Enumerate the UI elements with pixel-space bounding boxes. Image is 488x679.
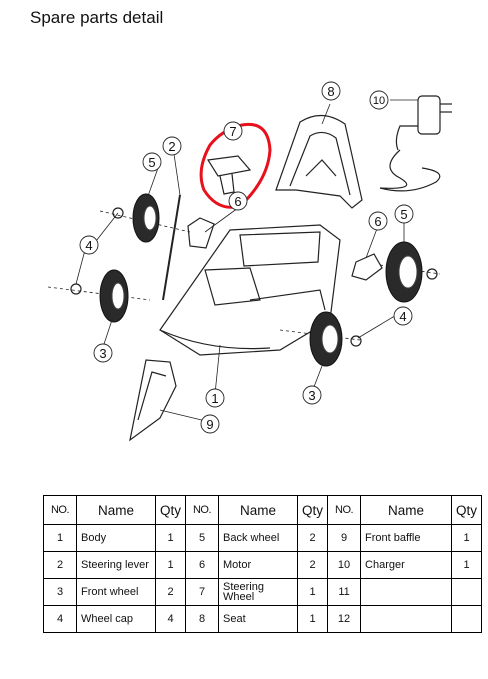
part-qty: 1: [154, 524, 187, 552]
part-name: Wheel cap: [76, 605, 156, 633]
part-qty: 2: [297, 524, 329, 552]
callout-3: 3: [99, 346, 106, 361]
part-name: Front wheel: [76, 578, 156, 606]
callout-4: 4: [85, 238, 92, 253]
part-qty: [451, 578, 483, 606]
header-no: NO.: [43, 495, 77, 525]
steering-wheel-drawing: [206, 155, 252, 195]
callout-1: 1: [211, 391, 218, 406]
parts-table: NO. Name Qty NO. Name Qty NO. Name Qty 1…: [43, 495, 483, 633]
highlight-circle: [199, 123, 272, 209]
part-no: 1: [43, 524, 77, 552]
part-no: 3: [43, 578, 77, 606]
wheel-cap-drawing: [350, 335, 362, 347]
front-baffle-detail: [137, 371, 167, 421]
callout-3: 3: [308, 388, 315, 403]
part-qty: 1: [451, 551, 483, 579]
part-no: 2: [43, 551, 77, 579]
header-name: Name: [218, 495, 299, 525]
header-qty: Qty: [297, 495, 329, 525]
part-no: 10: [327, 551, 362, 579]
part-qty: 4: [154, 605, 187, 633]
part-name: [360, 605, 453, 633]
part-name: [360, 578, 453, 606]
steering-lever-drawing: [162, 194, 181, 301]
callout-6: 6: [374, 214, 381, 229]
part-qty: 1: [297, 605, 329, 633]
part-no: 4: [43, 605, 77, 633]
front-baffle-drawing: [129, 359, 177, 442]
part-no: 6: [185, 551, 220, 579]
part-no: 5: [185, 524, 220, 552]
part-no: 11: [327, 578, 362, 606]
header-qty: Qty: [154, 495, 187, 525]
table-row: 1 Body 1 5 Back wheel 2 9 Front baffle 1: [43, 524, 483, 552]
part-name: Motor: [218, 551, 299, 579]
part-qty: 2: [297, 551, 329, 579]
wheel-cap-drawing: [70, 283, 82, 295]
part-name: Seat: [218, 605, 299, 633]
part-qty: 1: [297, 578, 329, 606]
part-qty: [451, 605, 483, 633]
table-header-row: NO. Name Qty NO. Name Qty NO. Name Qty: [43, 495, 483, 525]
part-name: Body: [76, 524, 156, 552]
part-qty: 2: [154, 578, 187, 606]
table-row: 2 Steering lever 1 6 Motor 2 10 Charger …: [43, 551, 483, 579]
header-qty: Qty: [451, 495, 483, 525]
body-drawing: [159, 224, 341, 356]
header-no: NO.: [327, 495, 362, 525]
table-row: 4 Wheel cap 4 8 Seat 1 12: [43, 605, 483, 633]
callout-6: 6: [234, 194, 241, 209]
part-name: Steering Wheel: [218, 578, 299, 606]
callout-8: 8: [327, 84, 334, 99]
diagram-svg: 1 2 3 3 4 4 5 5 6 6 7 8 9 10: [47, 81, 452, 442]
wheel-cap-drawing: [426, 268, 438, 280]
callout-7: 7: [229, 124, 236, 139]
page-title: Spare parts detail: [30, 8, 164, 27]
part-qty: 1: [154, 551, 187, 579]
callout-5: 5: [400, 207, 407, 222]
part-no: 8: [185, 605, 220, 633]
part-qty: 1: [451, 524, 483, 552]
charger-drawing: [379, 95, 452, 192]
callout-4: 4: [399, 309, 406, 324]
part-name: Steering lever: [76, 551, 156, 579]
motor-left-drawing: [187, 217, 215, 249]
part-no: 7: [185, 578, 220, 606]
part-no: 9: [327, 524, 362, 552]
callout-9: 9: [206, 417, 213, 432]
part-name: Front baffle: [360, 524, 453, 552]
table-row: 3 Front wheel 2 7 Steering Wheel 1 11: [43, 578, 483, 606]
part-no: 12: [327, 605, 362, 633]
part-name: Charger: [360, 551, 453, 579]
exploded-parts-diagram: 1 2 3 3 4 4 5 5 6 6 7 8 9 10: [0, 60, 488, 480]
header-name: Name: [76, 495, 156, 525]
header-no: NO.: [185, 495, 220, 525]
motor-right-drawing: [351, 253, 383, 281]
part-name: Back wheel: [218, 524, 299, 552]
callout-2: 2: [168, 139, 175, 154]
callout-5: 5: [148, 155, 155, 170]
header-name: Name: [360, 495, 453, 525]
callout-10: 10: [373, 95, 385, 107]
seat-drawing: [275, 114, 363, 209]
